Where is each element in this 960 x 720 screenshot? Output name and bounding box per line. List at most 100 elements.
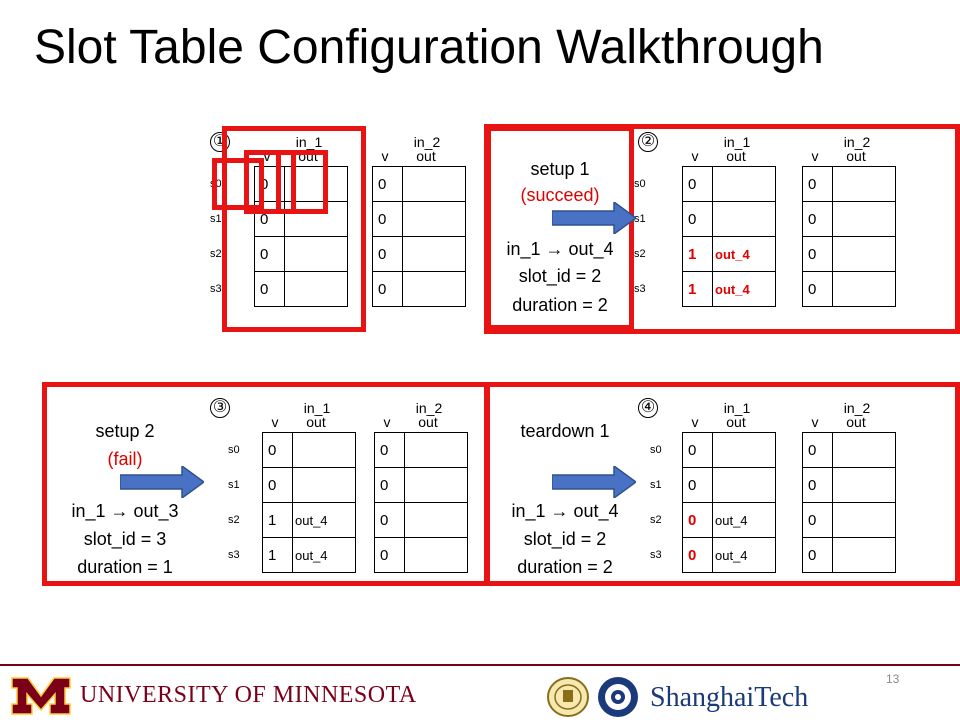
header-v: v: [691, 414, 699, 430]
in1-title: in_1: [723, 134, 751, 150]
teardown-1-duration: duration = 2: [517, 557, 613, 577]
slot-label-s2: s2: [650, 514, 662, 526]
table-row: 0: [802, 271, 896, 307]
in2-slot-table: 0 0 0 0: [374, 432, 468, 573]
table-row: 0: [372, 166, 466, 202]
table-row: 0: [802, 201, 896, 237]
v-cell: 0: [372, 236, 403, 272]
in2-slot-table: 0 0 0 0: [802, 166, 896, 307]
slot-s0-highlight: [212, 158, 264, 210]
slot-label-s0: s0: [650, 444, 662, 456]
table-row: 0: [682, 432, 776, 468]
v-cell: 0: [372, 201, 403, 237]
panel-1-outline: [222, 126, 366, 332]
umn-m-logo-icon: [11, 677, 71, 715]
slot-label-s3: s3: [210, 283, 222, 295]
slot-label-s1: s1: [634, 213, 646, 225]
right-arrow-icon: [120, 466, 204, 498]
table-row: 0: [682, 201, 776, 237]
setup-1-route: in_1 → out_4: [506, 239, 614, 259]
v-cell: 0: [374, 432, 405, 468]
setup-2-duration: duration = 1: [77, 557, 173, 577]
slot-s1-highlight: [244, 150, 296, 214]
in1-title: in_1: [303, 400, 331, 416]
v-cell: 0: [372, 166, 403, 202]
shanghaitech-logo-text: ShanghaiTech: [650, 682, 809, 713]
header-v: v: [381, 148, 389, 164]
panel-3-outline: [42, 382, 490, 586]
slot-label-s1: s1: [210, 213, 222, 225]
out-cell: [832, 537, 896, 573]
slot-label-s3: s3: [650, 549, 662, 561]
in2-slot-table: 0 0 0 0: [802, 432, 896, 573]
slot-label-s0: s0: [634, 178, 646, 190]
out-cell: [404, 502, 468, 538]
out-cell: out_4: [292, 537, 356, 573]
teardown-1-title: teardown 1: [520, 421, 610, 441]
table-row: 0: [374, 537, 468, 573]
out-cell: [404, 537, 468, 573]
header-out: out: [846, 148, 866, 164]
setup-2-route: in_1 → out_3: [71, 501, 179, 521]
umn-logo-text: UNIVERSITY OF MINNESOTA: [80, 682, 417, 708]
out-cell: [832, 432, 896, 468]
table-row: 0: [254, 271, 348, 307]
in2-title: in_2: [843, 400, 871, 416]
out-cell: out_4: [712, 537, 776, 573]
v-cell: 0: [254, 271, 285, 307]
out-cell: out_4: [292, 502, 356, 538]
footer-divider: [0, 664, 960, 666]
in1-title: in_1: [295, 134, 323, 150]
v-cell-changed: 1: [682, 271, 713, 307]
table-row: 0: [802, 502, 896, 538]
table-row: 0: [802, 467, 896, 503]
out-cell: [402, 236, 466, 272]
slot-label-s2: s2: [210, 248, 222, 260]
setup-2-status: (fail): [107, 449, 143, 469]
in2-title: in_2: [415, 400, 443, 416]
setup-2-slot-id: slot_id = 3: [83, 529, 167, 549]
setup-1-title: setup 1: [530, 159, 590, 179]
out-cell: [832, 502, 896, 538]
out-cell: [284, 236, 348, 272]
slot-label-s2: s2: [228, 514, 240, 526]
table-row: 0: [802, 166, 896, 202]
table-row: 0: [372, 271, 466, 307]
setup-2-title: setup 2: [95, 421, 155, 441]
v-cell: 0: [262, 432, 293, 468]
table-row: 0: [372, 236, 466, 272]
v-cell: 0: [802, 271, 833, 307]
in1-title: in_1: [723, 400, 751, 416]
table-row: 0: [374, 467, 468, 503]
out-cell: [402, 201, 466, 237]
header-out: out: [416, 148, 436, 164]
slot-label-s0: s0: [228, 444, 240, 456]
right-arrow-icon: [552, 202, 636, 234]
page-number: 13: [886, 672, 900, 686]
v-cell: 0: [802, 537, 833, 573]
page-title: Slot Table Configuration Walkthrough: [34, 21, 824, 74]
setup-1-duration: duration = 2: [512, 295, 608, 315]
in2-slot-table: 0 0 0 0: [372, 166, 466, 307]
header-out: out: [306, 414, 326, 430]
header-v: v: [263, 148, 271, 164]
table-row: 0: [262, 467, 356, 503]
out-cell: [402, 271, 466, 307]
v-cell-changed: 0: [682, 537, 713, 573]
slot-label-s2: s2: [634, 248, 646, 260]
header-out: out: [726, 414, 746, 430]
header-v: v: [811, 414, 819, 430]
slot-label-s3: s3: [634, 283, 646, 295]
header-out: out: [726, 148, 746, 164]
v-cell: 0: [372, 271, 403, 307]
out-cell: out_4: [712, 502, 776, 538]
v-cell: 0: [682, 432, 713, 468]
setup-1-status: (succeed): [520, 185, 600, 205]
out-cell: [832, 271, 896, 307]
in2-title: in_2: [843, 134, 871, 150]
